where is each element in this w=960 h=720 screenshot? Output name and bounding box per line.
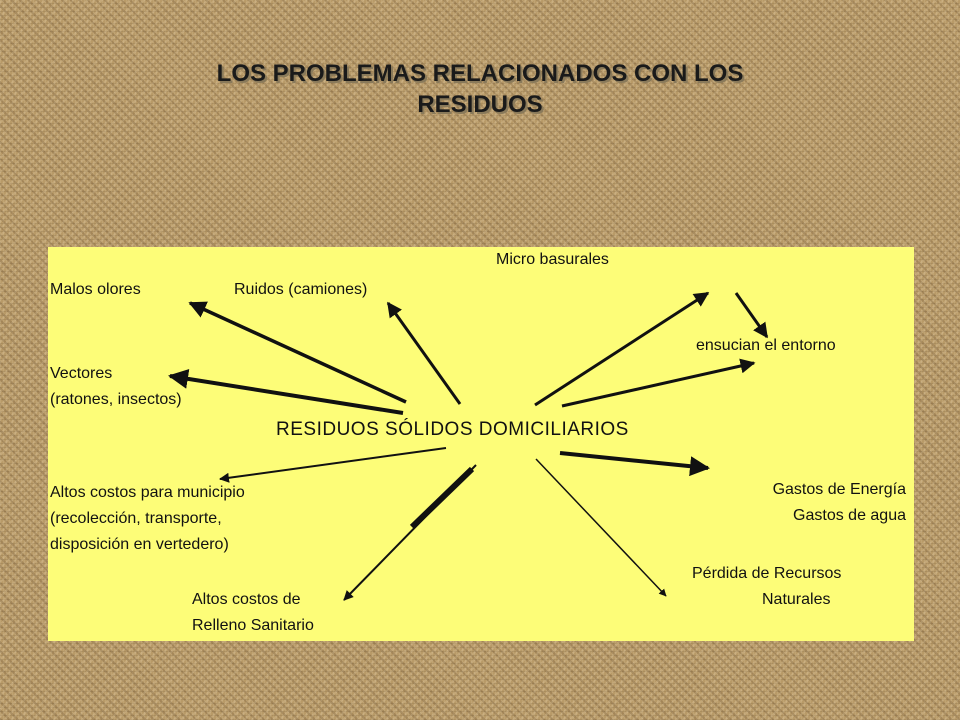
page-title-line-1: LOS PROBLEMAS RELACIONADOS CON LOS xyxy=(216,60,744,87)
node-altos-costos-municipio: Altos costos para municipio (recolección… xyxy=(50,480,245,558)
node-micro-basurales: Micro basurales xyxy=(496,251,609,268)
arrow-to-perdida xyxy=(535,458,667,597)
node-relleno-line-2: Relleno Sanitario xyxy=(192,617,314,634)
node-relleno-line-1: Altos costos de xyxy=(192,591,301,608)
arrows-layer xyxy=(168,291,769,601)
node-gastos-line-2: Gastos de agua xyxy=(793,507,906,524)
node-relleno-sanitario: Altos costos de Relleno Sanitario xyxy=(192,587,314,639)
arrow-to-malos-olores xyxy=(188,301,407,404)
node-ruidos: Ruidos (camiones) xyxy=(234,281,368,298)
arrow-to-micro-basurales xyxy=(534,291,710,407)
node-gastos: Gastos de Energía Gastos de agua xyxy=(773,477,906,529)
arrow-to-ensucian xyxy=(561,358,756,408)
node-vectores-line-2: (ratones, insectos) xyxy=(50,391,182,408)
diagram-panel: RESIDUOS SÓLIDOS DOMICILIARIOS Malos olo… xyxy=(48,247,914,641)
node-perdida-recursos: Pérdida de Recursos Naturales xyxy=(692,561,841,613)
page-title: LOS PROBLEMAS RELACIONADOS CON LOS RESID… xyxy=(60,58,900,120)
node-altos-costos-municipio-line-1: Altos costos para municipio xyxy=(50,484,245,501)
arrow-to-altos-costos-municipio xyxy=(219,447,447,483)
arrow-to-gastos xyxy=(559,451,710,477)
node-perdida-line-2: Naturales xyxy=(762,591,831,608)
node-ensucian-entorno: ensucian el entorno xyxy=(696,337,836,354)
arrow-to-ruidos xyxy=(386,301,462,405)
node-gastos-line-1: Gastos de Energía xyxy=(772,481,906,498)
node-vectores-line-1: Vectores xyxy=(50,365,113,382)
arrow-to-vectores xyxy=(168,368,404,415)
arrow-to-relleno-sanitario-thick xyxy=(409,466,475,530)
page-title-line-2: RESIDUOS xyxy=(417,91,543,118)
center-node: RESIDUOS SÓLIDOS DOMICILIARIOS xyxy=(276,419,629,440)
node-altos-costos-municipio-line-2: (recolección, transporte, xyxy=(50,510,222,527)
node-vectores: Vectores (ratones, insectos) xyxy=(50,361,182,413)
node-altos-costos-municipio-line-3: disposición en vertedero) xyxy=(50,536,229,553)
arrow-micro-to-ensucian xyxy=(734,292,769,339)
node-perdida-line-1: Pérdida de Recursos xyxy=(692,565,842,582)
node-malos-olores: Malos olores xyxy=(50,281,141,298)
